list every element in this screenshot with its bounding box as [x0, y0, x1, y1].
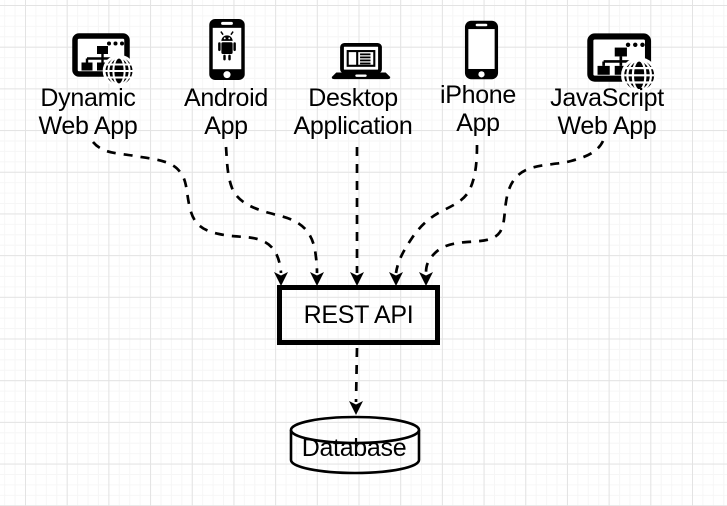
- edge-dynamic-web-app-to-rest-api[interactable]: [91, 141, 283, 274]
- label-line: Web App: [557, 112, 657, 140]
- browser-sitemap-globe-icon: [72, 33, 136, 85]
- arrowhead: [389, 272, 403, 286]
- label-desktop-application: Desktop Application: [263, 84, 443, 140]
- label-dynamic-web-app: Dynamic Web App: [0, 84, 178, 140]
- laptop-icon: [331, 43, 391, 80]
- node-database[interactable]: Database: [285, 410, 425, 482]
- smartphone-icon: [464, 20, 499, 80]
- node-dynamic-web-app[interactable]: [72, 33, 136, 85]
- label-iphone-app: iPhone App: [388, 81, 568, 137]
- arrowhead: [274, 272, 288, 286]
- label-line: Application: [293, 112, 413, 140]
- database-cylinder-body: [289, 430, 421, 475]
- label-line: App: [204, 112, 248, 140]
- edge-android-app-to-rest-api[interactable]: [224, 146, 319, 274]
- arrowhead: [350, 272, 364, 286]
- edge-rest-api-to-database[interactable]: [354, 347, 359, 403]
- label-line: iPhone: [439, 81, 517, 109]
- arrowhead: [310, 272, 324, 286]
- arrowhead: [419, 272, 433, 286]
- rest-api-label: REST API: [303, 300, 414, 329]
- label-android-app: Android App: [136, 84, 316, 140]
- edge-iphone-app-to-rest-api[interactable]: [394, 144, 479, 274]
- label-line: JavaScript: [550, 84, 664, 112]
- edge-javascript-web-app-to-rest-api[interactable]: [424, 140, 605, 274]
- label-line: Desktop: [308, 84, 398, 112]
- label-line: App: [456, 109, 500, 137]
- label-javascript-web-app: JavaScript Web App: [517, 84, 697, 140]
- node-iphone-app[interactable]: [463, 18, 500, 82]
- android-phone-icon: [209, 18, 245, 81]
- database-cylinder-top: [289, 415, 421, 445]
- database-label: Database: [302, 434, 407, 462]
- node-android-app[interactable]: [207, 17, 247, 82]
- node-javascript-web-app[interactable]: [587, 33, 658, 91]
- label-line: Web App: [38, 112, 138, 140]
- node-desktop-application[interactable]: [330, 43, 392, 81]
- node-rest-api[interactable]: REST API: [277, 285, 440, 345]
- browser-sitemap-globe-icon: [587, 33, 658, 91]
- label-line: Android: [183, 84, 269, 112]
- label-line: Dynamic: [40, 84, 136, 112]
- arrowhead: [349, 401, 363, 415]
